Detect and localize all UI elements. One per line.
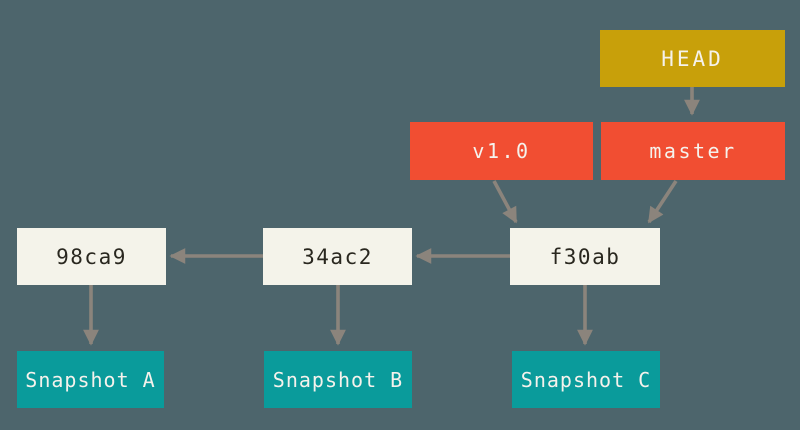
branch-label: master	[649, 139, 737, 163]
tag-v1.0-box: v1.0	[410, 122, 593, 180]
commit-id: 98ca9	[56, 244, 127, 269]
head-pointer-box: HEAD	[600, 30, 785, 87]
snapshot-b-box: Snapshot B	[264, 351, 412, 408]
commit-id: f30ab	[549, 244, 621, 269]
tag-label: v1.0	[472, 139, 531, 163]
commit-f30ab-box: f30ab	[510, 228, 660, 285]
arrow-master-to-f30ab	[647, 180, 678, 224]
snapshot-label: Snapshot B	[272, 367, 404, 392]
snapshot-a-box: Snapshot A	[17, 351, 164, 408]
commit-id: 34ac2	[302, 244, 373, 269]
snapshot-c-box: Snapshot C	[512, 351, 660, 408]
commit-34ac2-box: 34ac2	[263, 228, 412, 285]
snapshot-label: Snapshot C	[520, 367, 652, 392]
head-label: HEAD	[661, 46, 724, 71]
commit-98ca9-box: 98ca9	[17, 228, 166, 285]
branch-master-box: master	[601, 122, 785, 180]
arrow-v1.0-to-f30ab	[492, 180, 518, 224]
snapshot-label: Snapshot A	[25, 367, 156, 392]
